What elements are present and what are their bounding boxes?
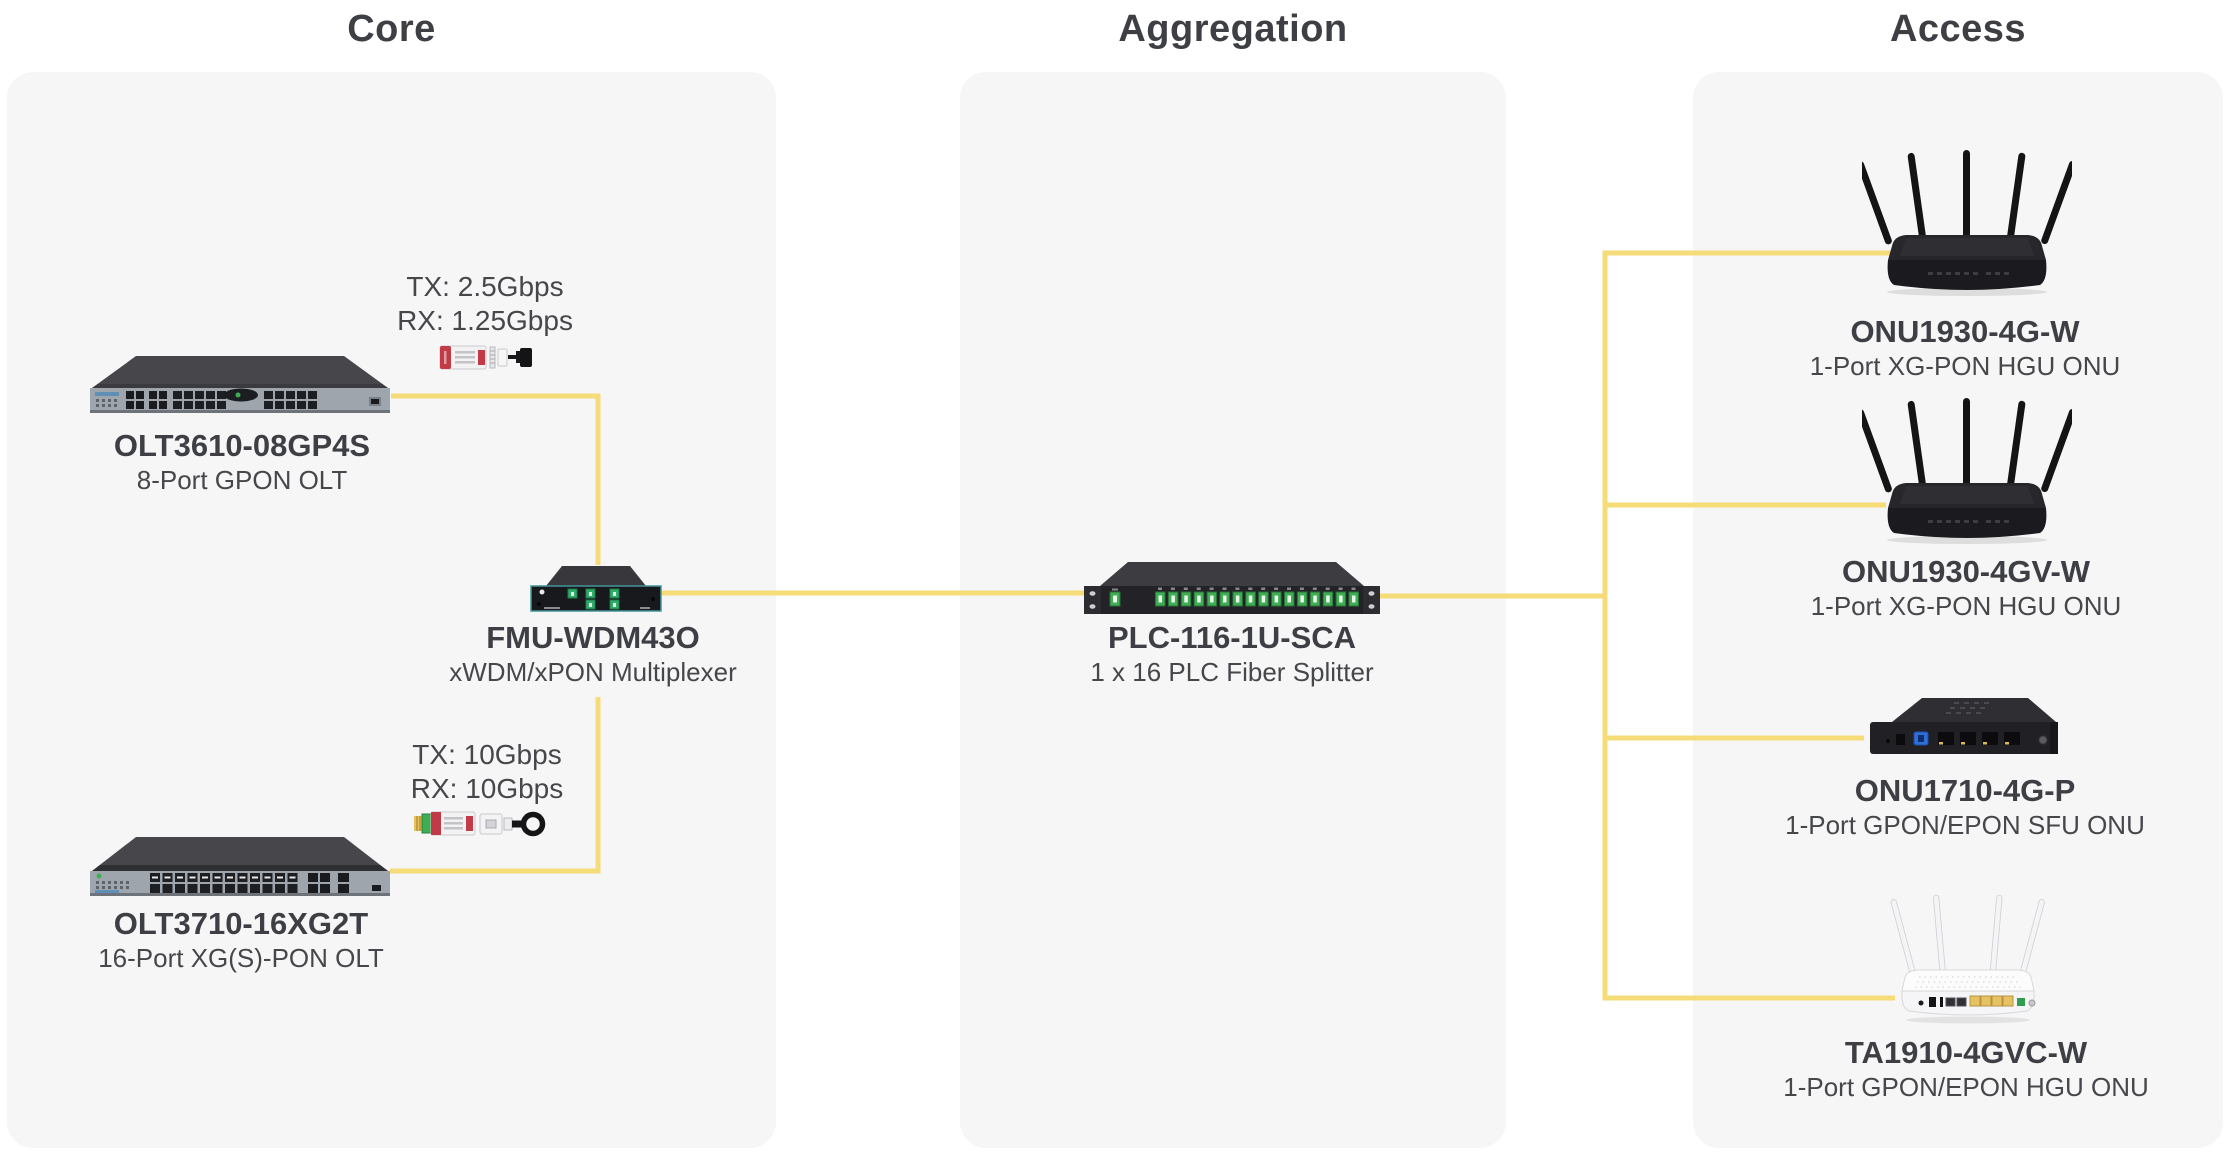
link-olt3610-to-mux [391,393,601,565]
device-desc: 1-Port XG-PON HGU ONU [1809,351,2121,381]
gpon-sfp-transceiver-icon [438,342,538,379]
device-name: ONU1930-4G-W [1850,314,2080,349]
onu1930-4g-w-label: ONU1930-4G-W 1-Port XG-PON HGU ONU [1705,314,2225,382]
fmu-wdm-device-image [530,564,662,617]
rx-rate: RX: 1.25Gbps [397,305,573,336]
device-desc: 8-Port GPON OLT [136,465,348,495]
tx-rate: TX: 10Gbps [412,739,562,770]
device-name: ONU1930-4GV-W [1841,554,2091,589]
onu1930-4gv-w-device-image [1857,396,2076,551]
ta1910-4gvc-w-device-image [1883,893,2053,1030]
device-name: OLT3710-16XG2T [113,906,369,941]
rx-rate: RX: 10Gbps [410,773,564,804]
onu1930-4gv-w-label: ONU1930-4GV-W 1-Port XG-PON HGU ONU [1706,554,2226,622]
device-desc: 16-Port XG(S)-PON OLT [98,943,384,973]
onu1710-4g-p-device-image [1858,696,2070,765]
tx-rate: TX: 2.5Gbps [406,271,564,302]
core-section-title: Core [347,8,436,50]
device-name: FMU-WDM43O [486,620,700,655]
device-name: PLC-116-1U-SCA [1107,620,1357,655]
olt3710-label: OLT3710-16XG2T 16-Port XG(S)-PON OLT [0,906,501,974]
aggregation-section-title: Aggregation [1118,8,1348,50]
onu1930-4g-w-device-image [1857,148,2076,303]
olt3710-device-image [86,833,394,904]
fmu-wdm-label: FMU-WDM43O xWDM/xPON Multiplexer [333,620,853,688]
device-name: TA1910-4GVC-W [1844,1035,2088,1070]
xgspon-link-rates: TX: 10Gbps RX: 10Gbps [327,738,647,806]
plc-splitter-label: PLC-116-1U-SCA 1 x 16 PLC Fiber Splitter [972,620,1492,688]
link-olt3710-to-mux [390,697,601,874]
device-desc: 1 x 16 PLC Fiber Splitter [1090,657,1374,687]
device-desc: 1-Port GPON/EPON HGU ONU [1783,1072,2149,1102]
device-name: OLT3610-08GP4S [113,428,371,463]
gpon-link-rates: TX: 2.5Gbps RX: 1.25Gbps [325,270,645,338]
olt3610-device-image [86,352,394,421]
access-trunk-line [1602,250,1902,1001]
device-desc: xWDM/xPON Multiplexer [449,657,737,687]
device-desc: 1-Port XG-PON HGU ONU [1810,591,2122,621]
onu1710-4g-p-label: ONU1710-4G-P 1-Port GPON/EPON SFU ONU [1705,773,2225,841]
xgs-transceiver-icon [412,808,564,845]
plc-splitter-device-image [1080,558,1384,623]
ta1910-4gvc-w-label: TA1910-4GVC-W 1-Port GPON/EPON HGU ONU [1706,1035,2226,1103]
olt3610-label: OLT3610-08GP4S 8-Port GPON OLT [0,428,502,496]
access-section-title: Access [1889,8,2027,50]
device-name: ONU1710-4G-P [1854,773,2076,808]
device-desc: 1-Port GPON/EPON SFU ONU [1785,810,2145,840]
